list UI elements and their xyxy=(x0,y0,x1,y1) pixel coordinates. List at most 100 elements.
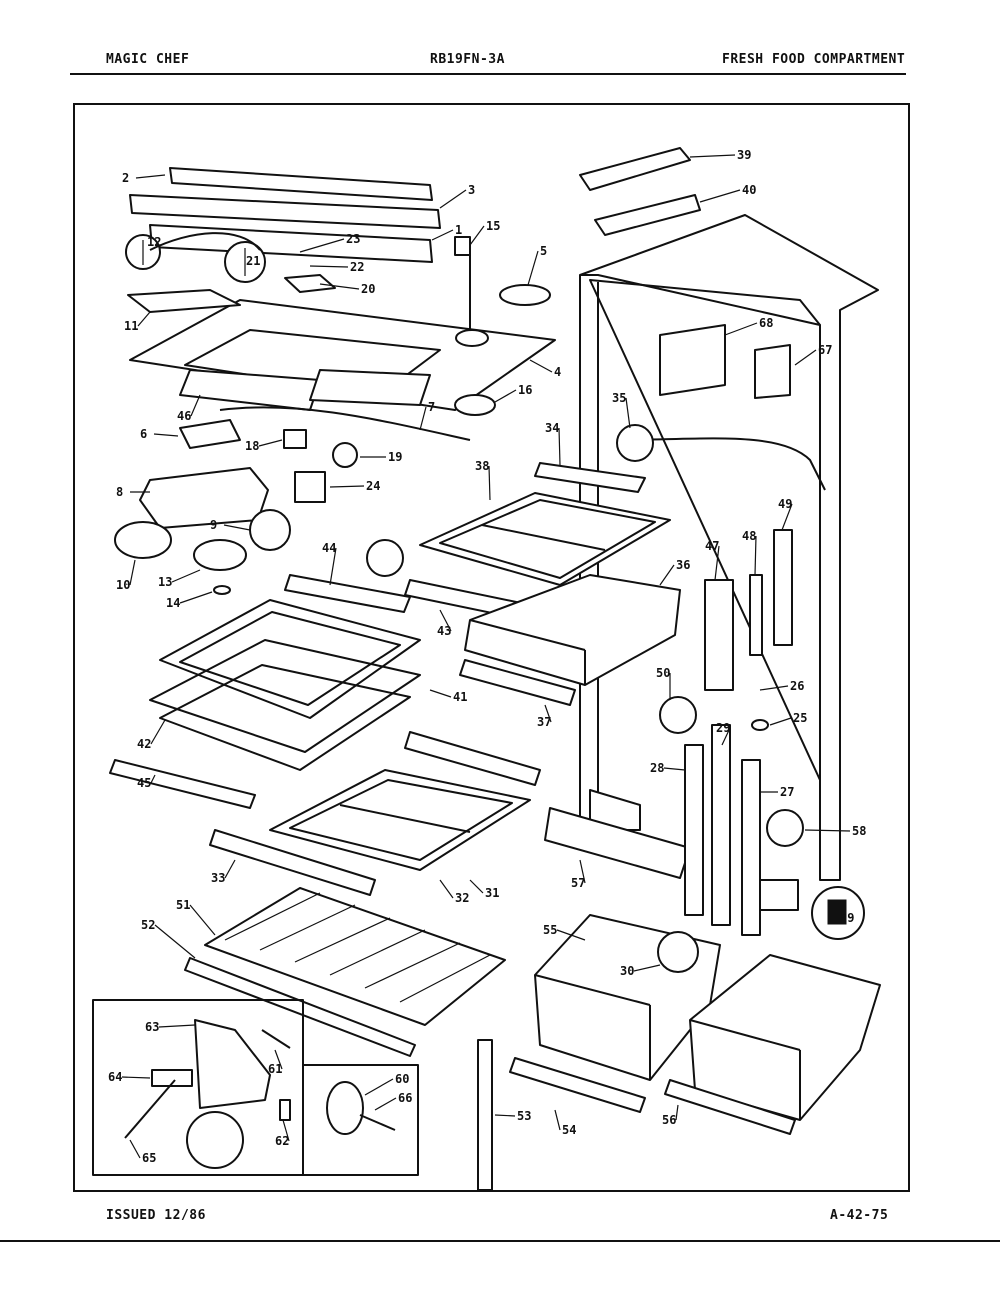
leader-line-51 xyxy=(189,904,216,936)
part-63 xyxy=(194,1019,271,1109)
callout-25: 25 xyxy=(769,711,807,726)
leader-line-26 xyxy=(759,685,789,691)
callout-label-26: 26 xyxy=(790,679,804,693)
part-58 xyxy=(766,809,804,847)
crisper-pan-36 xyxy=(464,574,681,686)
part-35-upper xyxy=(616,424,654,462)
callout-59: 59 xyxy=(840,911,854,925)
leader-line-5 xyxy=(527,250,539,286)
callout-label-44: 44 xyxy=(322,541,336,555)
leader-line-39 xyxy=(689,154,736,158)
callout-label-27: 27 xyxy=(780,785,794,799)
callout-36: 36 xyxy=(659,558,690,586)
leader-line-36 xyxy=(659,564,675,586)
callout-41: 41 xyxy=(429,689,467,704)
callout-21: 21 xyxy=(246,254,260,268)
page-code: A-42-75 xyxy=(830,1208,889,1223)
leader-line-9 xyxy=(223,524,251,531)
leader-line-45 xyxy=(150,774,156,784)
leader-line-54 xyxy=(554,1109,561,1131)
callout-label-68: 68 xyxy=(759,316,773,330)
leader-line-48 xyxy=(754,535,757,576)
callout-label-15: 15 xyxy=(486,219,500,233)
callout-label-21: 21 xyxy=(246,254,260,268)
caster-inset-box xyxy=(302,1064,419,1176)
thermostat-knob-21 xyxy=(224,241,266,283)
callout-label-29: 29 xyxy=(716,721,730,735)
part-66 xyxy=(359,1114,396,1131)
part-13-dial xyxy=(193,539,247,571)
callout-57: 57 xyxy=(571,859,586,890)
callout-label-45: 45 xyxy=(137,776,151,790)
callout-label-53: 53 xyxy=(517,1109,531,1123)
callout-label-22: 22 xyxy=(350,260,364,274)
callout-label-38: 38 xyxy=(475,459,489,473)
leader-line-66 xyxy=(374,1097,397,1111)
part-15 xyxy=(454,236,471,256)
part-8-bracket xyxy=(139,467,269,529)
callout-31: 31 xyxy=(469,879,499,900)
leader-line-2 xyxy=(135,174,166,179)
part-20 xyxy=(284,274,336,293)
callout-label-34: 34 xyxy=(545,421,559,435)
footer-rule xyxy=(0,1240,1000,1242)
callout-label-48: 48 xyxy=(742,529,756,543)
callout-27: 27 xyxy=(760,785,794,799)
callout-51: 51 xyxy=(176,898,216,936)
leader-line-65 xyxy=(129,1139,141,1159)
callout-label-61: 61 xyxy=(268,1062,282,1076)
callout-12: 12 xyxy=(147,235,161,249)
part-58-bracket xyxy=(759,879,799,911)
callout-43: 43 xyxy=(437,609,452,638)
callout-label-3: 3 xyxy=(468,183,475,197)
callout-label-66: 66 xyxy=(398,1091,412,1105)
callout-label-51: 51 xyxy=(176,898,190,912)
leader-line-20 xyxy=(319,283,360,290)
part-45 xyxy=(109,759,256,809)
leader-line-25 xyxy=(769,717,792,726)
part-57 xyxy=(544,807,691,879)
part-54-left xyxy=(509,1057,646,1113)
leader-line-34 xyxy=(558,427,561,466)
leader-line-62 xyxy=(282,1119,290,1142)
callout-label-7: 7 xyxy=(428,400,435,414)
part-60-wheel xyxy=(186,1111,244,1169)
callout-19: 19 xyxy=(360,450,402,464)
callout-29: 29 xyxy=(716,721,731,746)
callout-label-30: 30 xyxy=(620,964,634,978)
part-44 xyxy=(284,574,411,613)
callout-label-1: 1 xyxy=(455,223,462,237)
part-67 xyxy=(754,344,791,399)
leader-line-40 xyxy=(699,189,741,203)
leader-line-58 xyxy=(804,829,851,832)
callout-label-49: 49 xyxy=(778,497,792,511)
part-60-caster xyxy=(326,1081,364,1135)
callout-label-33: 33 xyxy=(211,871,225,885)
part-65 xyxy=(124,1079,176,1139)
leader-line-60 xyxy=(364,1078,394,1096)
callout-14: 14 xyxy=(166,591,213,610)
callout-60: 60 xyxy=(364,1072,409,1096)
callout-10: 10 xyxy=(116,559,136,592)
callout-53: 53 xyxy=(494,1109,531,1123)
callout-66: 66 xyxy=(374,1091,412,1111)
callout-label-14: 14 xyxy=(166,596,180,610)
leader-line-42 xyxy=(150,719,166,745)
part-9 xyxy=(249,509,291,551)
callout-49: 49 xyxy=(778,497,793,531)
leader-line-43 xyxy=(439,609,452,632)
part-47 xyxy=(704,579,734,691)
leader-line-68 xyxy=(724,322,758,336)
callout-label-5: 5 xyxy=(540,244,547,258)
callout-label-46: 46 xyxy=(177,409,191,423)
callout-1: 1 xyxy=(431,223,462,241)
callout-56: 56 xyxy=(662,1104,679,1127)
leader-line-37 xyxy=(544,704,552,723)
callout-label-4: 4 xyxy=(554,365,561,379)
callout-label-52: 52 xyxy=(141,918,155,932)
callout-40: 40 xyxy=(699,183,756,203)
part-27 xyxy=(741,759,761,936)
leader-line-41 xyxy=(429,689,452,698)
callout-39: 39 xyxy=(689,148,751,162)
